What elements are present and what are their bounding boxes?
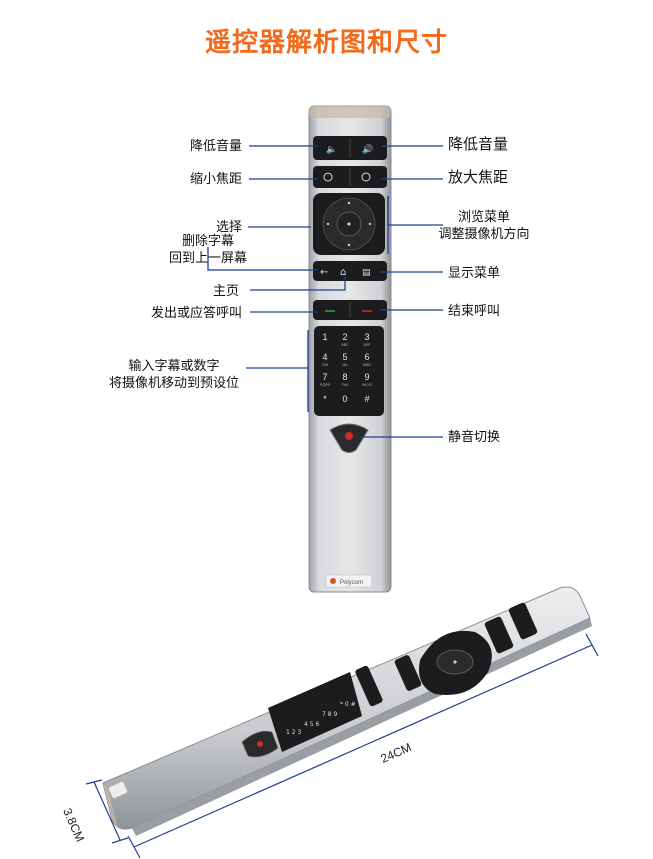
label-show-menu: 显示菜单	[448, 265, 501, 280]
label-zoom-out: 缩小焦距	[189, 171, 242, 186]
svg-text:1 2 3: 1 2 3	[286, 729, 301, 736]
volume-down-icon: 🔈	[326, 145, 337, 155]
label-browse-line2: 调整摄像机方向	[438, 226, 530, 241]
label-keypad: 输入字幕或数字 将摄像机移动到预设位	[100, 357, 248, 391]
label-home: 主页	[212, 283, 239, 298]
keypad-key-6[interactable]: 6	[364, 352, 369, 362]
keypad-key-7[interactable]: 7	[322, 372, 327, 382]
mute-mic-icon	[345, 432, 353, 440]
zoom-out-icon	[323, 172, 333, 182]
keypad-key-letters: MNO	[363, 363, 371, 367]
remote-angled-view: 1 2 3 4 5 6 7 8 9 * 0 #	[102, 586, 592, 836]
page-title: 遥控器解析图和尺寸	[204, 27, 448, 57]
angled-back-home-buttons[interactable]	[394, 654, 422, 692]
label-keypad-line1: 输入字幕或数字	[128, 358, 220, 373]
keypad-key-5[interactable]: 5	[342, 352, 347, 362]
keypad-key-letters: JKL	[342, 363, 348, 367]
keypad-key-letters: DEF	[364, 343, 371, 347]
label-keypad-line2: 将摄像机移动到预设位	[108, 375, 239, 390]
label-delete-line2: 回到上一屏幕	[168, 250, 247, 265]
keypad-key-letters: WXYZ	[362, 383, 373, 387]
keypad[interactable]	[314, 326, 384, 416]
label-select: 选择	[215, 219, 242, 234]
home-icon[interactable]: ⌂	[340, 267, 346, 278]
keypad-key-letters: ABC	[341, 343, 349, 347]
label-delete: 删除字幕 回到上一屏幕	[148, 232, 268, 266]
angled-zoom-buttons[interactable]	[484, 616, 514, 654]
keypad-key-4[interactable]: 4	[322, 352, 327, 362]
dimension-lines	[85, 633, 599, 859]
keypad-key-1[interactable]: 1	[322, 332, 327, 342]
keypad-key-letters: TUV	[342, 383, 350, 387]
brand-logo	[325, 574, 373, 588]
angled-call-buttons[interactable]	[354, 665, 383, 707]
keypad-key-8[interactable]: 8	[342, 372, 347, 382]
label-browse: 浏览菜单 调整摄像机方向	[424, 208, 544, 242]
label-volume-down-right: 降低音量	[448, 136, 509, 153]
zoom-in-icon	[361, 172, 371, 182]
keypad-key-9[interactable]: 9	[364, 372, 369, 382]
svg-text:* 0 #: * 0 #	[340, 701, 356, 708]
menu-icon[interactable]: ▤	[362, 268, 371, 278]
keypad-key-hash[interactable]: #	[364, 394, 369, 404]
label-browse-line1: 浏览菜单	[457, 209, 510, 224]
keypad-key-2[interactable]: 2	[342, 332, 347, 342]
keypad-key-3[interactable]: 3	[364, 332, 369, 342]
label-volume-down-left: 降低音量	[189, 138, 242, 153]
back-arrow-icon[interactable]: ←	[320, 267, 328, 278]
brand-text: Polycom	[340, 580, 363, 586]
angled-volume-buttons[interactable]	[508, 602, 538, 640]
keypad-key-0[interactable]: 0	[342, 394, 347, 404]
svg-text:7 8 9: 7 8 9	[322, 711, 337, 718]
label-delete-line1: 删除字幕	[181, 233, 234, 248]
volume-up-icon: 🔊	[362, 143, 373, 155]
keypad-key-letters: GHI	[322, 363, 328, 367]
label-zoom-in: 放大焦距	[448, 169, 509, 186]
svg-text:4 5 6: 4 5 6	[304, 721, 319, 728]
label-call-answer: 发出或应答呼叫	[150, 305, 242, 320]
label-end-call: 结束呼叫	[448, 303, 501, 318]
callout-lines	[207, 145, 443, 438]
keypad-key-star[interactable]: *	[323, 394, 327, 404]
label-mute: 静音切换	[448, 429, 501, 444]
keypad-key-letters: PQRS	[320, 383, 331, 387]
angled-keypad[interactable]	[268, 672, 362, 752]
